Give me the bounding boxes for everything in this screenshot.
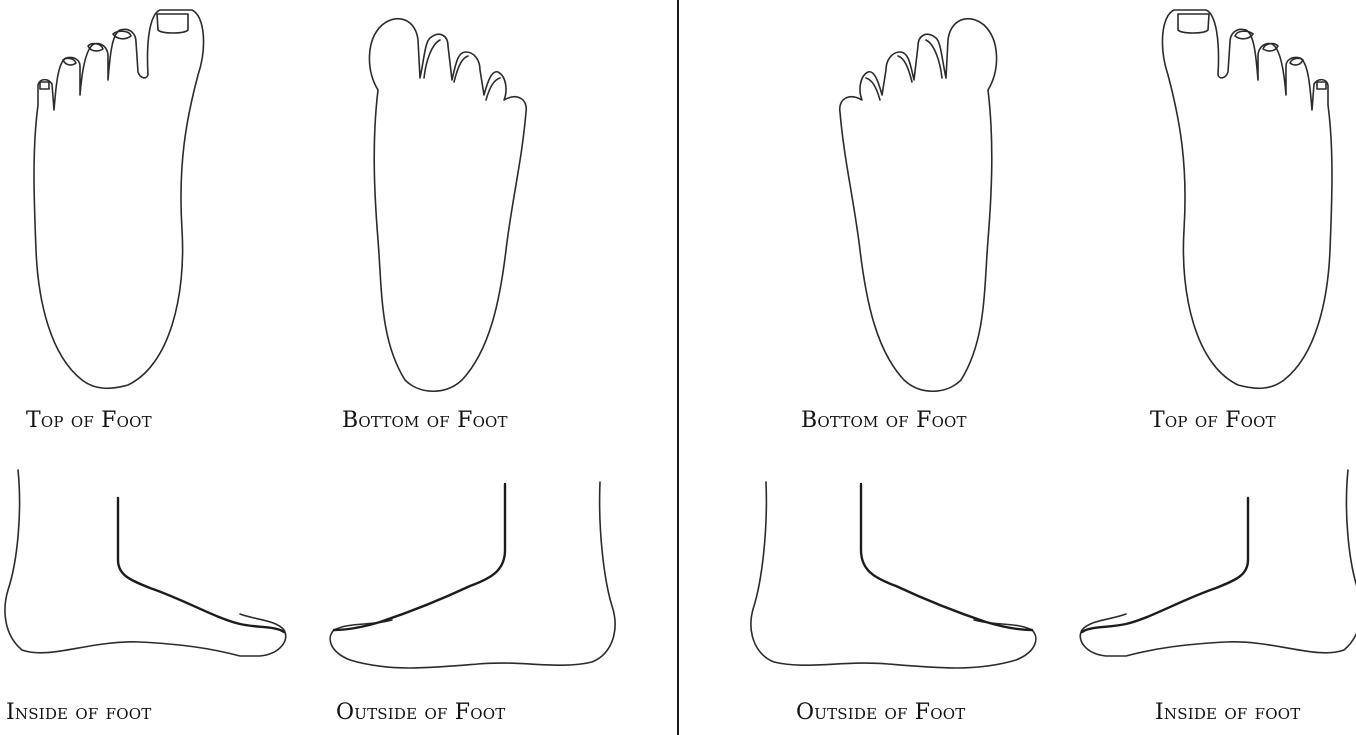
right-outside-of-foot-outline (751, 482, 1036, 668)
left-inside-of-foot-outline (5, 470, 286, 656)
left-outside-of-foot-outline (330, 482, 615, 668)
right-bottom-of-foot-outline (840, 19, 997, 392)
label-right-top-of-foot: Top of Foot (1150, 408, 1276, 433)
label-left-inside-of-foot: Inside of foot (6, 700, 152, 725)
label-left-top-of-foot: Top of Foot (26, 408, 152, 433)
left-bottom-of-foot-outline (369, 19, 526, 392)
left-top-of-foot-outline (34, 10, 204, 388)
label-right-inside-of-foot: Inside of foot (1155, 700, 1301, 725)
right-top-of-foot-outline (1162, 10, 1332, 388)
label-right-bottom-of-foot: Bottom of Foot (801, 408, 967, 433)
center-divider (677, 0, 679, 735)
label-left-outside-of-foot: Outside of Foot (336, 700, 505, 725)
label-right-outside-of-foot: Outside of Foot (796, 700, 965, 725)
right-inside-of-foot-outline (1080, 470, 1356, 656)
label-left-bottom-of-foot: Bottom of Foot (342, 408, 508, 433)
